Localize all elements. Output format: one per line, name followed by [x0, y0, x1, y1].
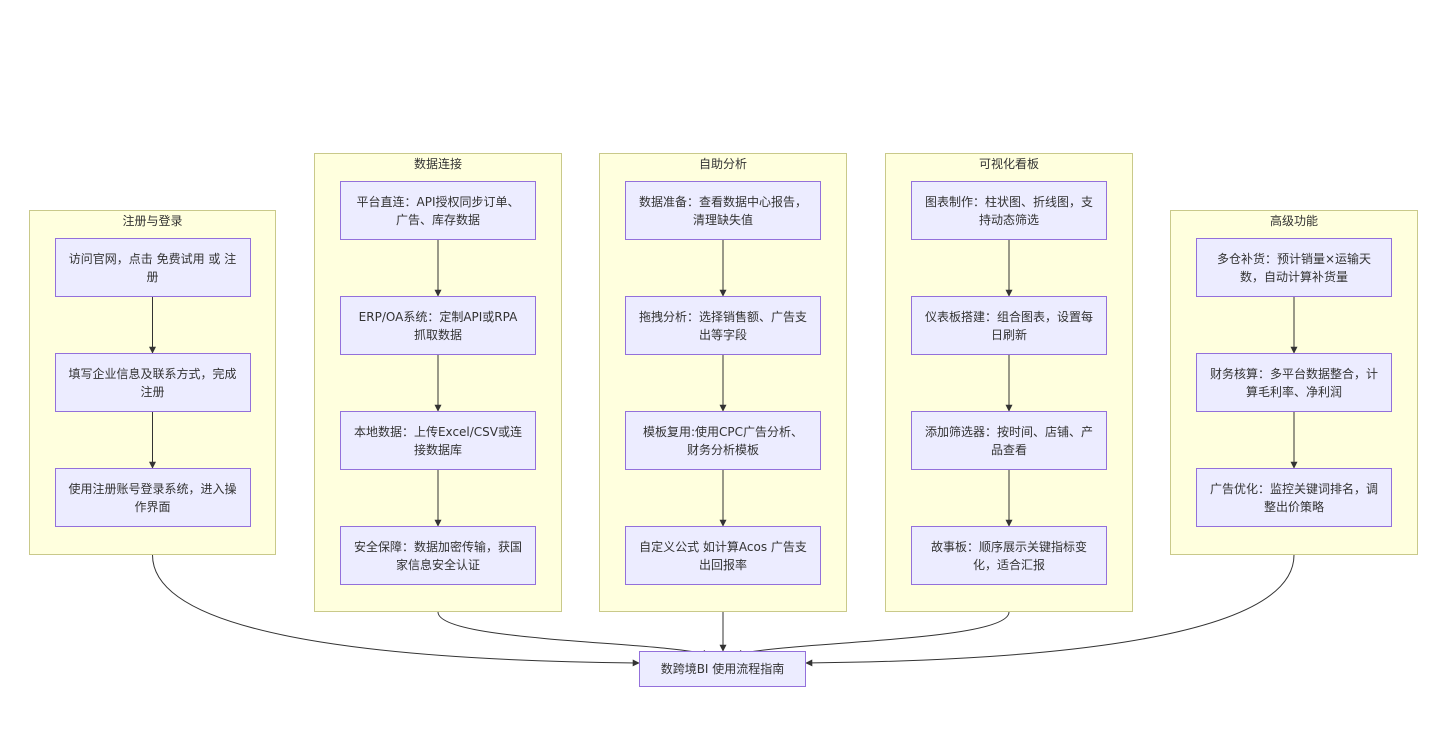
step-label: 广告优化：监控关键词排名，调整出价策略 — [1209, 481, 1378, 514]
step-label: 安全保障：数据加密传输，获国家信息安全认证 — [353, 539, 522, 572]
step-label: 财务核算：多平台数据整合，计算毛利率、净利润 — [1209, 366, 1378, 399]
step-label: 仪表板搭建：组合图表，设置每日刷新 — [924, 309, 1093, 342]
step-label: 数据准备：查看数据中心报告，清理缺失值 — [638, 194, 807, 227]
step-node[interactable]: 财务核算：多平台数据整合，计算毛利率、净利润 — [1196, 353, 1392, 412]
group-to-target-arrow — [437, 611, 710, 657]
cluster-title: 自助分析 — [698, 157, 747, 171]
step-node[interactable]: 多仓补货：预计销量×运输天数，自动计算补货量 — [1196, 238, 1392, 297]
step-label: 添加筛选器：按时间、店铺、产品查看 — [924, 424, 1093, 457]
cluster-title: 可视化看板 — [978, 157, 1039, 171]
group-to-target-arrow — [805, 554, 1295, 667]
target-node[interactable]: 数跨境BI 使用流程指南 — [639, 651, 806, 687]
step-node[interactable]: ERP/OA系统：定制API或RPA抓取数据 — [340, 296, 536, 355]
cluster-title: 注册与登录 — [122, 214, 183, 228]
cluster-title: 高级功能 — [1269, 214, 1318, 228]
step-node[interactable]: 仪表板搭建：组合图表，设置每日刷新 — [911, 296, 1107, 355]
step-label: 拖拽分析：选择销售额、广告支出等字段 — [638, 309, 807, 342]
cluster-title: 数据连接 — [413, 157, 462, 171]
step-node[interactable]: 拖拽分析：选择销售额、广告支出等字段 — [625, 296, 821, 355]
group-to-target-arrow — [735, 611, 1010, 657]
step-label: 故事板：顺序展示关键指标变化，适合汇报 — [930, 539, 1087, 572]
step-node[interactable]: 添加筛选器：按时间、店铺、产品查看 — [911, 411, 1107, 470]
step-node[interactable]: 本地数据：上传Excel/CSV或连接数据库 — [340, 411, 536, 470]
step-node[interactable]: 访问官网，点击 免费试用 或 注册 — [54, 238, 251, 297]
step-node[interactable]: 使用注册账号登录系统，进入操作界面 — [54, 468, 251, 527]
step-node[interactable]: 安全保障：数据加密传输，获国家信息安全认证 — [340, 526, 536, 585]
step-label: 自定义公式 如计算Acos 广告支出回报率 — [639, 539, 807, 572]
step-node[interactable]: 平台直连：API授权同步订单、广告、库存数据 — [340, 181, 536, 240]
step-label: 填写企业信息及联系方式，完成注册 — [68, 366, 237, 399]
step-node[interactable]: 故事板：顺序展示关键指标变化，适合汇报 — [911, 526, 1107, 585]
step-node[interactable]: 广告优化：监控关键词排名，调整出价策略 — [1196, 468, 1392, 527]
step-label: 本地数据：上传Excel/CSV或连接数据库 — [353, 424, 523, 457]
step-label: 图表制作：柱状图、折线图，支持动态筛选 — [924, 194, 1093, 227]
step-label: 模板复用:使用CPC广告分析、财务分析模板 — [642, 424, 804, 457]
step-node[interactable]: 自定义公式 如计算Acos 广告支出回报率 — [625, 526, 821, 585]
step-node[interactable]: 数据准备：查看数据中心报告，清理缺失值 — [625, 181, 821, 240]
step-label: 使用注册账号登录系统，进入操作界面 — [68, 481, 237, 514]
step-node[interactable]: 填写企业信息及联系方式，完成注册 — [54, 353, 251, 412]
target-label: 数跨境BI 使用流程指南 — [660, 662, 785, 676]
group-to-target-arrow — [152, 554, 640, 667]
step-label: ERP/OA系统：定制API或RPA抓取数据 — [358, 309, 518, 342]
step-label: 平台直连：API授权同步订单、广告、库存数据 — [356, 194, 520, 227]
step-label: 访问官网，点击 免费试用 或 注册 — [68, 251, 237, 284]
step-node[interactable]: 图表制作：柱状图、折线图，支持动态筛选 — [911, 181, 1107, 240]
step-node[interactable]: 模板复用:使用CPC广告分析、财务分析模板 — [625, 411, 821, 470]
step-label: 多仓补货：预计销量×运输天数，自动计算补货量 — [1216, 251, 1372, 284]
